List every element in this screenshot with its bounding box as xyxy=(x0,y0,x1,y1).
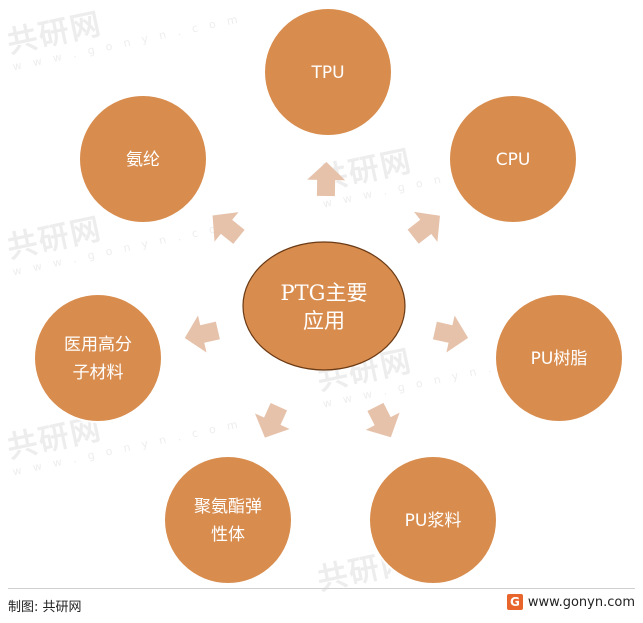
center-label-line2: 应用 xyxy=(303,309,345,333)
node-label: CPU xyxy=(496,150,531,170)
node-circle xyxy=(448,94,578,224)
node-label: TPU xyxy=(310,63,344,83)
node-label: 医用高分 xyxy=(64,335,132,355)
arrow-group xyxy=(184,161,469,438)
center-node: PTG主要 应用 xyxy=(242,241,406,371)
node-circle xyxy=(33,293,163,423)
node-cpu: CPU xyxy=(448,94,578,224)
node-label: 性体 xyxy=(211,525,245,545)
node-circle xyxy=(263,7,393,137)
node-circle xyxy=(494,293,624,423)
arrow-to-tpu xyxy=(307,161,346,197)
footer-website-group: G www.gonyn.com xyxy=(506,594,635,610)
node-circle xyxy=(163,455,293,585)
node-tpu: TPU xyxy=(263,7,393,137)
node-label: 聚氨酯弹 xyxy=(194,497,262,517)
center-label-line1: PTG主要 xyxy=(281,281,368,305)
node-spandex: 氨纶 xyxy=(78,94,208,224)
arrow-to-pu-slurry xyxy=(365,402,400,438)
arrow-to-elastomer xyxy=(254,402,290,438)
node-label: 氨纶 xyxy=(126,150,160,170)
gonyn-logo-icon: G xyxy=(506,594,523,610)
footer: 制图: 共研网 G www.gonyn.com xyxy=(8,588,635,623)
arrow-to-pu-resin xyxy=(432,315,469,353)
footer-source: 制图: 共研网 xyxy=(8,600,82,615)
node-pu-slurry: PU浆料 xyxy=(368,455,498,585)
center-ellipse xyxy=(242,241,406,371)
node-label: PU浆料 xyxy=(405,511,462,531)
node-label: PU树脂 xyxy=(531,349,588,369)
node-label: 子材料 xyxy=(73,363,124,383)
arrow-to-spandex xyxy=(212,212,245,244)
arrow-to-cpu xyxy=(407,211,440,244)
arrow-to-polymer xyxy=(184,315,220,353)
footer-website[interactable]: www.gonyn.com xyxy=(527,594,635,610)
node-circle xyxy=(78,94,208,224)
node-pu-resin: PU树脂 xyxy=(494,293,624,423)
node-circle xyxy=(368,455,498,585)
